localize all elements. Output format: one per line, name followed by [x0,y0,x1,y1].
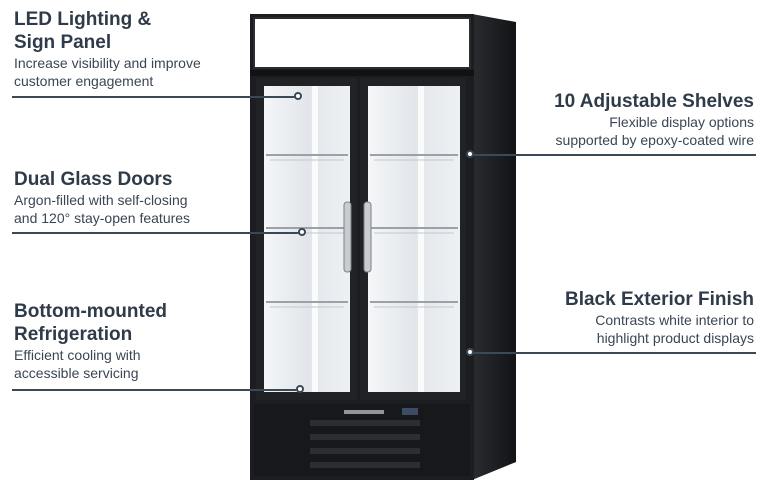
vent-grille [310,420,420,468]
feature-dual-glass-doors: Dual Glass Doors Argon-filled with self-… [14,168,190,227]
feature-title: 10 Adjustable Shelves [554,91,754,112]
feature-title: Dual Glass Doors [14,169,173,190]
leader-line-doors [12,232,302,234]
feature-black-exterior: Black Exterior Finish Contrasts white in… [565,288,754,347]
right-door-handle [363,201,372,273]
left-door-handle [343,201,352,273]
feature-adjustable-shelves: 10 Adjustable Shelves Flexible display o… [554,90,754,149]
leader-line-shelves [472,154,756,156]
feature-title: Black Exterior Finish [564,289,754,310]
callout-dot-icon [298,228,306,236]
shelves-left [266,154,348,303]
right-door-glass [368,86,460,392]
callout-dot-icon [294,92,302,100]
left-door-glass [264,86,350,392]
leader-line-led [12,96,298,98]
shelves-right [370,154,458,303]
feature-led-lighting: LED Lighting &Sign Panel Increase visibi… [14,8,201,90]
leader-line-black-exterior [472,352,756,354]
callout-dot-icon [296,385,304,393]
sign-panel [253,17,471,69]
callout-dot-icon [466,150,474,158]
merchandiser-refrigerator [250,14,516,480]
callout-dot-icon [466,348,474,356]
control-display [402,408,418,415]
cabinet-side [472,14,516,480]
leader-line-refrigeration [12,389,300,391]
feature-title: LED Lighting &Sign Panel [14,9,152,53]
